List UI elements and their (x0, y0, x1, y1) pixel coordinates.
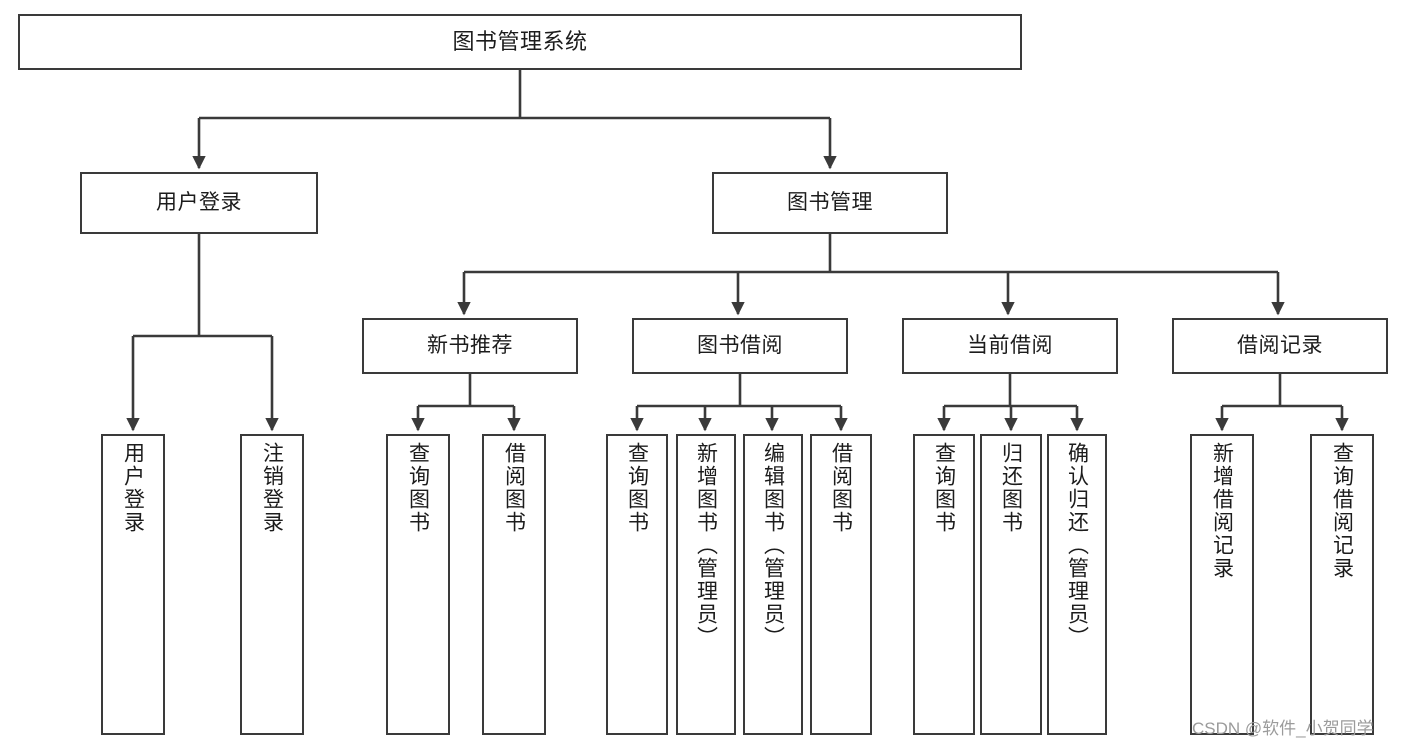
node-leaf-query-book-1[interactable]: 查询图书 (386, 434, 450, 735)
node-leaf-query-book-1-label: 查询图书 (406, 442, 430, 534)
node-leaf-return-book-label: 归还图书 (999, 442, 1023, 534)
node-current-borrow[interactable]: 当前借阅 (902, 318, 1118, 374)
node-leaf-confirm-return-label: 确认归还（管理员） (1065, 442, 1089, 649)
node-book-borrow[interactable]: 图书借阅 (632, 318, 848, 374)
node-leaf-confirm-return[interactable]: 确认归还（管理员） (1047, 434, 1107, 735)
node-leaf-query-book-3[interactable]: 查询图书 (913, 434, 975, 735)
node-leaf-user-login[interactable]: 用户登录 (101, 434, 165, 735)
node-leaf-add-record-label: 新增借阅记录 (1210, 442, 1234, 580)
node-leaf-borrow-book-2[interactable]: 借阅图书 (810, 434, 872, 735)
node-leaf-query-book-2-label: 查询图书 (625, 442, 649, 534)
node-book-manage-label: 图书管理 (787, 190, 873, 214)
node-leaf-logout-label: 注销登录 (260, 442, 284, 534)
node-book-borrow-label: 图书借阅 (697, 333, 783, 357)
node-user-login[interactable]: 用户登录 (80, 172, 318, 234)
node-leaf-query-book-3-label: 查询图书 (932, 442, 956, 534)
node-leaf-add-record[interactable]: 新增借阅记录 (1190, 434, 1254, 735)
node-leaf-add-book[interactable]: 新增图书（管理员） (676, 434, 736, 735)
node-leaf-query-record-label: 查询借阅记录 (1330, 442, 1354, 580)
node-leaf-borrow-book-1-label: 借阅图书 (502, 442, 526, 534)
node-leaf-borrow-book-1[interactable]: 借阅图书 (482, 434, 546, 735)
node-root-label: 图书管理系统 (452, 29, 588, 55)
watermark-text: CSDN @软件_小贺同学 (1192, 719, 1374, 738)
node-new-book-rec-label: 新书推荐 (427, 333, 513, 357)
node-leaf-edit-book-label: 编辑图书（管理员） (761, 442, 785, 649)
node-leaf-logout[interactable]: 注销登录 (240, 434, 304, 735)
node-new-book-rec[interactable]: 新书推荐 (362, 318, 578, 374)
node-leaf-edit-book[interactable]: 编辑图书（管理员） (743, 434, 803, 735)
node-user-login-label: 用户登录 (156, 190, 242, 214)
node-leaf-return-book[interactable]: 归还图书 (980, 434, 1042, 735)
node-leaf-borrow-book-2-label: 借阅图书 (829, 442, 853, 534)
node-leaf-user-login-label: 用户登录 (121, 442, 145, 534)
node-leaf-query-record[interactable]: 查询借阅记录 (1310, 434, 1374, 735)
node-root[interactable]: 图书管理系统 (18, 14, 1022, 70)
node-borrow-record[interactable]: 借阅记录 (1172, 318, 1388, 374)
node-book-manage[interactable]: 图书管理 (712, 172, 948, 234)
node-current-borrow-label: 当前借阅 (967, 333, 1053, 357)
node-leaf-query-book-2[interactable]: 查询图书 (606, 434, 668, 735)
node-borrow-record-label: 借阅记录 (1237, 333, 1323, 357)
node-leaf-add-book-label: 新增图书（管理员） (694, 442, 718, 649)
